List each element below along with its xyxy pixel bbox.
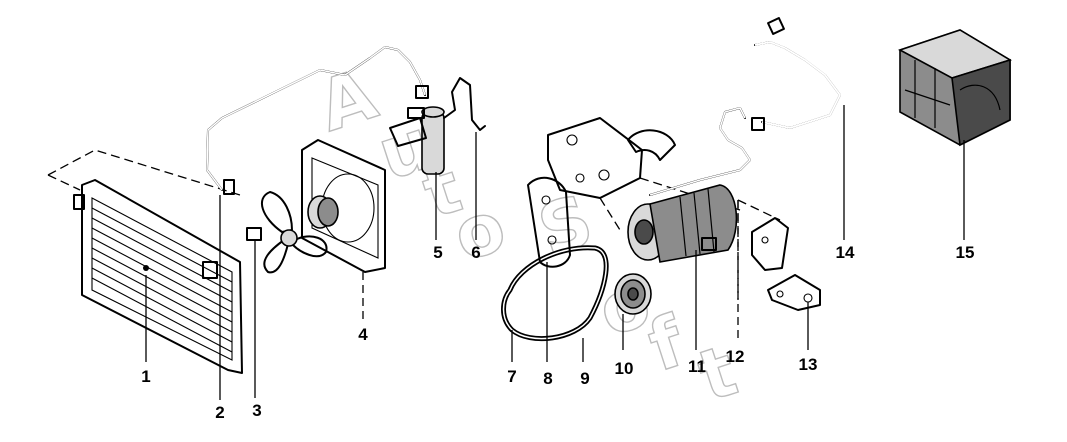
callout-5: 5 [433,243,442,262]
drive-belt [501,245,609,342]
ac-compressor [627,184,738,263]
callout-15: 15 [956,243,975,262]
callout-13: 13 [799,355,818,374]
condenser-pipe [206,46,429,195]
compressor-rear-brackets [737,199,821,311]
callout-10: 10 [615,359,634,378]
leader-lines [145,105,965,400]
refrigerant-hose [751,17,842,131]
callout-9: 9 [580,369,589,388]
condenser [47,149,243,374]
callout-4: 4 [358,325,368,344]
callout-3: 3 [252,401,261,420]
fan-shroud [301,139,386,273]
receiver-drier [389,77,486,175]
callout-labels: 1 2 3 4 5 6 7 8 9 10 11 12 13 14 15 [141,243,974,422]
callout-7: 7 [507,367,516,386]
callout-1: 1 [141,367,150,386]
callout-8: 8 [543,369,552,388]
compressor-bracket-plate [527,176,571,268]
callout-6: 6 [471,243,480,262]
callout-11: 11 [688,357,706,376]
watermark-letter: o [444,185,515,278]
callout-2: 2 [215,403,224,422]
callout-12: 12 [726,347,745,366]
compressor-hoses [649,107,752,196]
compressor-clutch-pulley [614,273,652,315]
watermark-letter: f [639,300,695,388]
evaporator-housing [897,29,1012,147]
callout-14: 14 [836,243,855,262]
